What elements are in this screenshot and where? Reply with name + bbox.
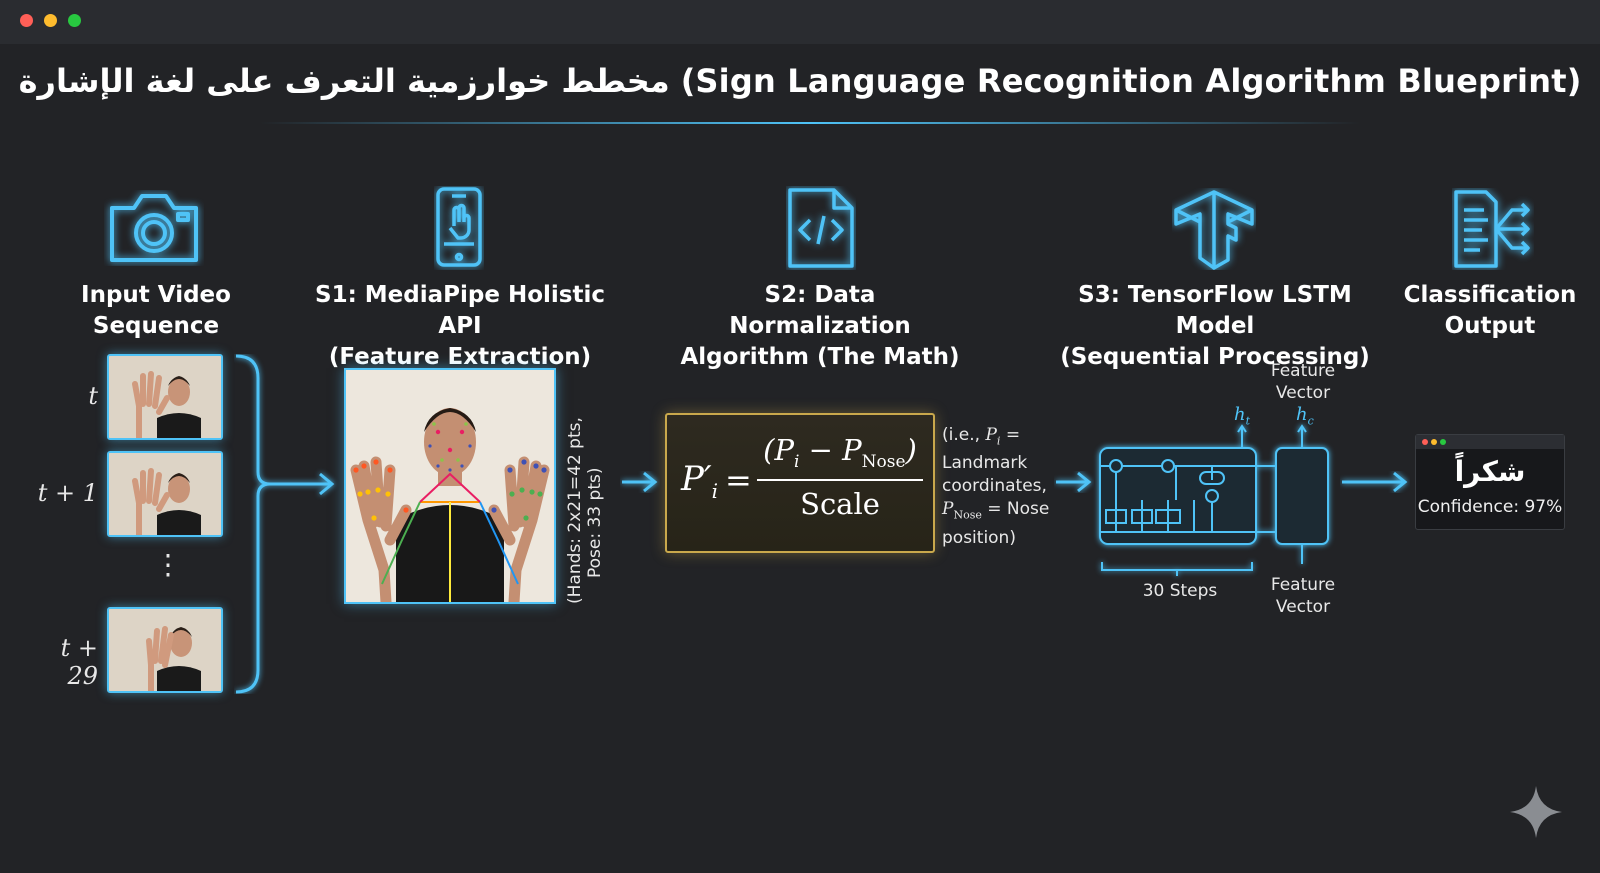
- landmark-visualization: [344, 368, 556, 604]
- stage-label-output: Classification Output: [1400, 280, 1580, 342]
- stage-label-line: Classification: [1403, 282, 1577, 308]
- window-titlebar: [0, 0, 1600, 44]
- normalization-formula: P′i = (Pi − PNose) Scale: [665, 413, 935, 553]
- output-window-dot: [1440, 439, 1446, 445]
- tensorflow-icon: [1174, 190, 1254, 270]
- note-symbol: P: [942, 499, 954, 520]
- input-bracket: [235, 354, 335, 694]
- frame-label-t1: t + 1: [37, 479, 98, 507]
- classification-icon: [1454, 190, 1530, 268]
- note-symbol: P: [985, 425, 997, 445]
- note-subscript: Nose: [953, 508, 982, 522]
- flow-arrow: [1056, 471, 1092, 493]
- steps-label: 30 Steps: [1142, 581, 1218, 601]
- confidence-value: Confidence: 97%: [1417, 497, 1563, 517]
- stage-label-line: Input Video: [81, 282, 231, 308]
- feature-vector-top-label: Feature Vector: [1270, 361, 1336, 403]
- maximize-window-button[interactable]: [68, 14, 81, 27]
- stage-label-line: S2: Data Normalization: [729, 282, 911, 339]
- formula-symbol: − P: [799, 433, 862, 467]
- minimize-window-button[interactable]: [44, 14, 57, 27]
- camera-icon: [110, 194, 198, 262]
- formula-symbol: P′: [681, 459, 712, 499]
- h-symbol: h: [1234, 404, 1246, 425]
- formula-symbol: (P: [763, 433, 794, 467]
- code-file-icon: [788, 188, 854, 268]
- note-text: (i.e.,: [942, 425, 986, 445]
- video-frame: [107, 451, 223, 537]
- stage-label-line: (Sequential Processing): [1060, 344, 1370, 370]
- stage-label-line: S1: MediaPipe Holistic API: [315, 282, 605, 339]
- flow-arrow: [1342, 471, 1408, 493]
- formula-symbol: ): [905, 433, 917, 467]
- output-window: شكراً Confidence: 97%: [1415, 434, 1565, 530]
- note-line: Pose: 33 pts): [585, 467, 605, 578]
- phone-hand-icon: [436, 187, 482, 267]
- title-divider: [260, 122, 1360, 124]
- video-frame: [107, 354, 223, 440]
- lstm-cell-diagram: [1099, 424, 1329, 576]
- h-subscript: t: [1245, 414, 1251, 428]
- sparkle-icon: [1510, 786, 1562, 838]
- output-window-dot: [1431, 439, 1437, 445]
- fraction-bar: [757, 479, 923, 481]
- h-symbol: h: [1296, 404, 1308, 425]
- holistic-landmarks-image: [346, 370, 554, 602]
- frame-label-t: t: [88, 382, 98, 410]
- person-thumbnail: [109, 453, 221, 535]
- formula-denominator: Scale: [800, 487, 880, 521]
- slide-title: مخطط خوارزمية التعرف على لغة الإشارة (Si…: [18, 62, 1582, 100]
- landmark-count-note: (Hands: 2x21=42 pts,Pose: 33 pts): [565, 374, 605, 604]
- feature-vector-bottom-label: Feature Vector: [1270, 575, 1336, 617]
- stage-label-input: Input Video Sequence: [56, 280, 256, 342]
- stage-label-line: Output: [1444, 313, 1536, 339]
- note-text: = Nose position): [942, 499, 1050, 548]
- stage-label-s2: S2: Data Normalization Algorithm (The Ma…: [670, 280, 970, 373]
- hidden-state-label: ht: [1234, 404, 1250, 428]
- h-subscript: c: [1307, 414, 1314, 428]
- ellipsis: ⋮: [154, 548, 182, 581]
- person-thumbnail: [109, 356, 221, 438]
- formula-numerator: (Pi − PNose): [757, 433, 923, 472]
- formula-subscript: i: [711, 478, 719, 503]
- stage-label-line: Sequence: [92, 313, 220, 339]
- note-text: = Landmark coordinates,: [942, 425, 1047, 497]
- note-subscript: i: [996, 434, 1001, 448]
- output-window-bar: [1416, 435, 1564, 449]
- formula-lhs: P′i: [681, 459, 718, 503]
- output-window-dot: [1422, 439, 1428, 445]
- stage-label-s1: S1: MediaPipe Holistic API (Feature Extr…: [300, 280, 620, 373]
- stage-label-line: S3: TensorFlow LSTM Model: [1078, 282, 1352, 339]
- formula-equals: =: [725, 461, 752, 499]
- formula-subscript: Nose: [861, 451, 906, 472]
- close-window-button[interactable]: [20, 14, 33, 27]
- cell-state-label: hc: [1296, 404, 1314, 428]
- stage-label-line: (Feature Extraction): [328, 344, 592, 370]
- output-word: شكراً: [1454, 455, 1526, 488]
- stage-label-line: Algorithm (The Math): [680, 344, 960, 370]
- video-frame: [107, 607, 223, 693]
- flow-arrow: [622, 471, 658, 493]
- stage-label-s3: S3: TensorFlow LSTM Model (Sequential Pr…: [1040, 280, 1390, 373]
- formula-subscript: i: [793, 451, 800, 472]
- person-thumbnail: [109, 609, 221, 691]
- note-line: (Hands: 2x21=42 pts,: [565, 417, 585, 604]
- frame-label-t29: t + 29: [60, 634, 98, 690]
- formula-explanation: (i.e., Pi = Landmark coordinates, PNose …: [942, 424, 1072, 550]
